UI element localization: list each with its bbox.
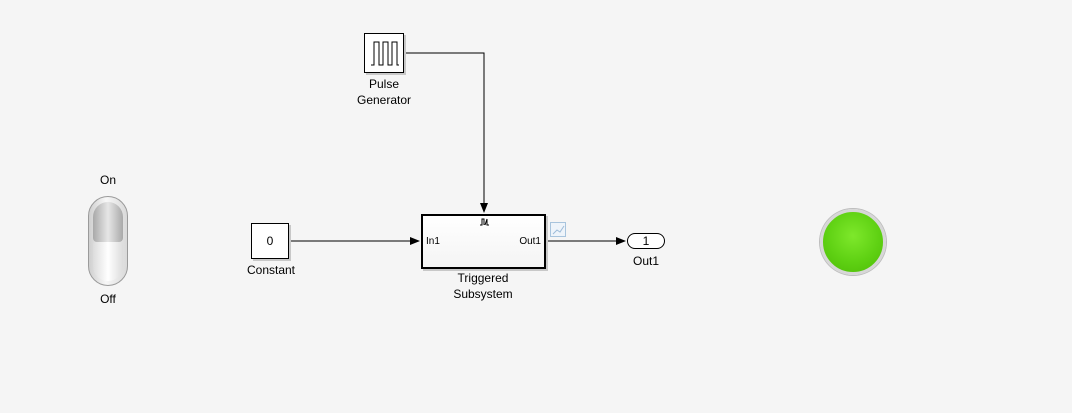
toggle-switch[interactable] [88, 196, 128, 286]
toggle-on-label: On [99, 173, 116, 187]
toggle-off-label: Off [100, 292, 116, 306]
constant-block[interactable]: 0 [251, 223, 289, 259]
pulse-wave-icon [371, 41, 399, 66]
pulse-to-trigger-line[interactable] [404, 52, 488, 213]
constant-label: Constant [246, 263, 296, 277]
constant-value: 0 [266, 234, 274, 248]
toggle-track [93, 241, 123, 281]
pulse-generator-label-line2: Generator [356, 93, 412, 107]
outport-block[interactable]: 1 [627, 233, 665, 249]
pulse-generator-label-line1: Pulse [368, 77, 400, 91]
subsystem-preview-icon[interactable] [550, 222, 566, 237]
subsystem-label-line1: Triggered [457, 271, 509, 285]
toggle-knob[interactable] [93, 202, 123, 242]
out1-port-label: Out1 [519, 236, 541, 247]
pulse-generator-block[interactable] [364, 33, 404, 73]
triggered-subsystem-block[interactable]: In1 Out1 [421, 214, 546, 269]
outport-label: Out1 [632, 254, 659, 268]
outport-number: 1 [642, 234, 650, 248]
subsystem-label-line2: Subsystem [453, 287, 513, 301]
lamp-indicator[interactable] [820, 209, 886, 275]
trigger-icon [479, 217, 491, 229]
in1-port-label: In1 [426, 236, 440, 247]
